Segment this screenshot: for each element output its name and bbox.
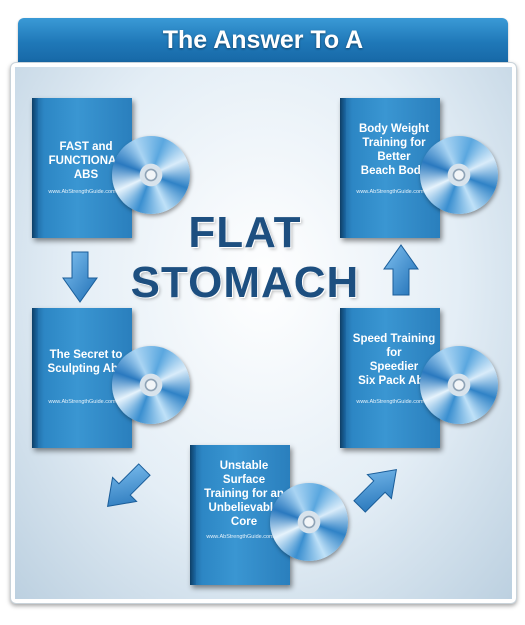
banner: The Answer To A xyxy=(18,18,508,63)
product-url: www.AbStrengthGuide.com xyxy=(356,399,424,405)
banner-title: The Answer To A xyxy=(162,26,364,54)
cd-disc-icon xyxy=(112,136,190,214)
product-title: Speed Training for Speedier Six Pack Abs xyxy=(352,333,436,387)
product-url: www.AbStrengthGuide.com xyxy=(356,189,424,195)
product-speed-training: Speed Training for Speedier Six Pack Abs… xyxy=(340,308,500,448)
cd-disc-icon xyxy=(420,136,498,214)
product-url: www.AbStrengthGuide.com xyxy=(48,189,116,195)
arrow-up-right-icon xyxy=(353,469,397,513)
product-title: Unstable Surface Training for an Unbelie… xyxy=(204,460,284,528)
product-title: FAST and FUNCTIONAL ABS xyxy=(48,141,124,181)
cd-disc-icon xyxy=(420,346,498,424)
product-unstable-surface-training: Unstable Surface Training for an Unbelie… xyxy=(190,445,350,585)
product-url: www.AbStrengthGuide.com xyxy=(48,399,116,405)
product-url: www.AbStrengthGuide.com xyxy=(206,534,274,540)
product-secret-sculpting-abs: The Secret to Sculpting Abs www.AbStreng… xyxy=(32,308,192,448)
arrow-down-icon xyxy=(62,251,98,303)
cd-disc-icon xyxy=(112,346,190,424)
dvd-case: Unstable Surface Training for an Unbelie… xyxy=(190,445,290,585)
product-fast-functional-abs: FAST and FUNCTIONAL ABS www.AbStrengthGu… xyxy=(32,98,192,238)
cd-disc-icon xyxy=(270,483,348,561)
arrow-down-right-icon xyxy=(107,463,151,507)
center-title-line1: FLAT xyxy=(188,208,302,257)
arrow-up-icon xyxy=(383,244,419,296)
center-title-line2: STOMACH xyxy=(130,258,360,307)
product-body-weight-training: Body Weight Training for Better Beach Bo… xyxy=(340,98,500,238)
